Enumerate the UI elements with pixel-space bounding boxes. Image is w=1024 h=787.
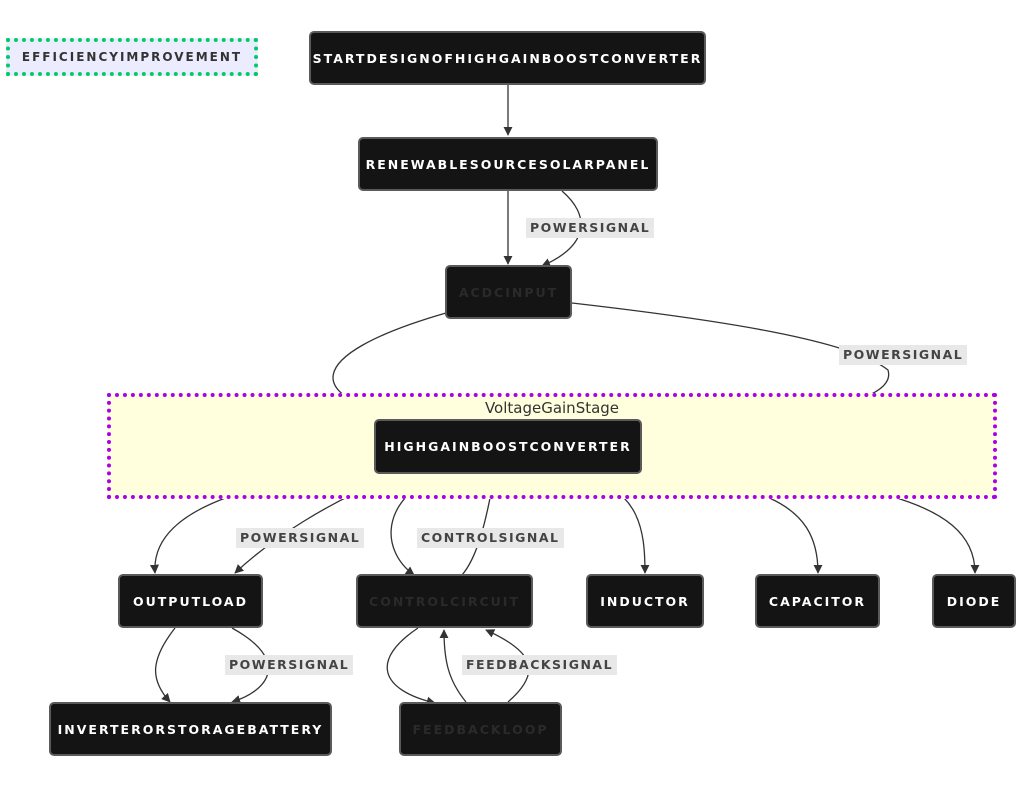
node-high-gain-boost-converter[interactable]: HIGHGAINBOOSTCONVERTER	[374, 419, 642, 474]
node-inductor[interactable]: INDUCTOR	[586, 574, 704, 628]
node-output-load[interactable]: OUTPUTLOAD	[118, 574, 263, 628]
node-inverter-or-storage-battery[interactable]: INVERTERORSTORAGEBATTERY	[49, 702, 332, 756]
efficiency-improvement-label: EFFICIENCYIMPROVEMENT	[21, 50, 243, 64]
node-feedback-loop[interactable]: FEEDBACKLOOP	[399, 702, 562, 756]
edge-label-source-acdc: POWERSIGNAL	[526, 218, 655, 238]
node-diode[interactable]: DIODE	[932, 574, 1016, 628]
edge-label-acdc-converter: POWERSIGNAL	[839, 345, 968, 365]
node-capacitor[interactable]: CAPACITOR	[755, 574, 880, 628]
edge-label-control-converter: CONTROLSIGNAL	[417, 528, 564, 548]
edge-label-converter-output: POWERSIGNAL	[236, 528, 365, 548]
efficiency-improvement-box: EFFICIENCYIMPROVEMENT	[6, 38, 258, 76]
node-renewable-source[interactable]: RENEWABLESOURCESOLARPANEL	[358, 137, 658, 191]
node-control-circuit[interactable]: CONTROLCIRCUIT	[356, 574, 533, 628]
edge-label-output-inverter: POWERSIGNAL	[225, 655, 354, 675]
node-start-design[interactable]: STARTDESIGNOFHIGHGAINBOOSTCONVERTER	[309, 31, 706, 85]
node-acdc-input[interactable]: ACDCINPUT	[445, 265, 572, 319]
voltage-gain-stage-subgraph: VoltageGainStage	[107, 393, 997, 499]
edge-feedback-control-1	[439, 629, 467, 703]
edge-output-inverter-1	[154, 627, 176, 703]
edge-control-feedback	[386, 627, 436, 706]
subgraph-title: VoltageGainStage	[484, 399, 620, 417]
edge-label-feedback-control: FEEDBACKSIGNAL	[462, 655, 618, 675]
